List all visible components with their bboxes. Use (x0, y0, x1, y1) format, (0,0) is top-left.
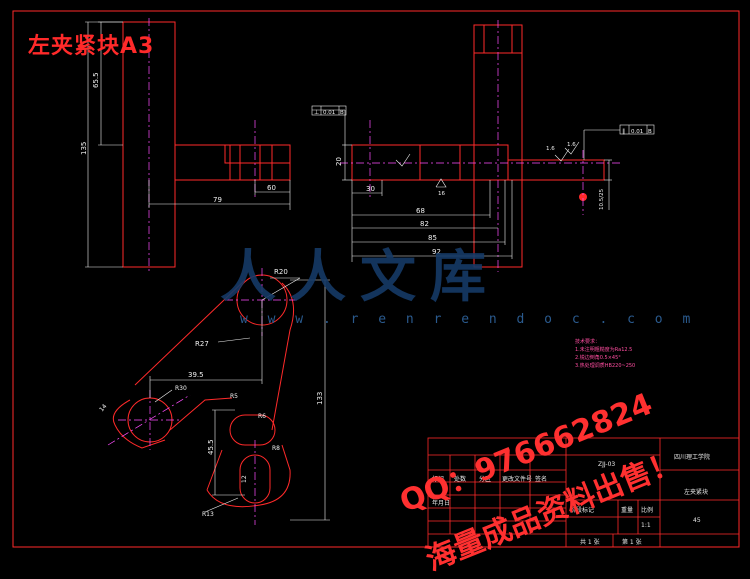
tb-label-stage: 阶段标记 (570, 507, 595, 514)
side-view-dims (312, 109, 620, 262)
dim-r27: R27 (195, 340, 209, 348)
tol-sym-1: ⊥ (314, 109, 319, 116)
dim-r13: R13 (202, 511, 214, 518)
tb-label-scale: 比例 (641, 507, 654, 514)
dim-133: 133 (316, 392, 324, 405)
dim-10-5: 10.5/25 (599, 188, 605, 210)
rough-16a: 16 (438, 191, 445, 197)
dim-r30: R30 (175, 385, 187, 392)
tb-row-3: 更改文件号 (502, 476, 533, 483)
drawing-border (12, 10, 740, 548)
tb-row-2: 分区 (479, 476, 492, 483)
dim-12: 12 (241, 475, 248, 483)
dim-20: 20 (335, 157, 343, 166)
tb-label-weight: 重量 (621, 507, 634, 514)
dim-14: 14 (98, 403, 108, 413)
title-block-grid (427, 437, 740, 548)
dim-45-5: 45.5 (207, 439, 215, 455)
rough-16c: 1.6 (567, 142, 576, 148)
pin-hole-section (579, 193, 587, 201)
tb-row-4: 签名 (535, 476, 548, 483)
tb-drawing-no: ZJJ-03 (598, 461, 616, 468)
front-view-dims (85, 21, 291, 268)
tb-part-name: 左夹紧块 (684, 489, 709, 496)
dim-r8: R8 (272, 445, 280, 452)
dim-135: 135 (80, 142, 88, 155)
dim-60: 60 (267, 184, 276, 192)
tolerance-frame-right (619, 124, 655, 135)
tb-sheet2: 第 1 张 (622, 539, 642, 546)
dim-68: 68 (416, 207, 425, 215)
note-line-0: 技术要求： (575, 339, 601, 345)
dim-r5: R5 (230, 393, 238, 400)
note-line-3: 3.热处理调质HB220~250 (575, 363, 636, 369)
tb-material: 45 (693, 517, 701, 524)
tb-sheet: 共 1 张 (580, 539, 600, 546)
note-line-2: 2.锐边倒角0.5×45° (575, 355, 621, 361)
tol-ref-1: B (340, 110, 344, 116)
drawing-canvas: 65.5 135 60 79 (12, 10, 740, 548)
dim-79: 79 (213, 196, 222, 204)
side-view-centerlines (340, 20, 620, 272)
tol-val-1: 0.01 (323, 110, 335, 116)
tb-school: 四川理工学院 (674, 454, 711, 461)
rough-16b: 1.6 (546, 146, 555, 152)
watermark-url: w w w . r e n r e n d o c . c o m (240, 312, 697, 327)
tolerance-frame-left (311, 105, 347, 116)
dim-65-5: 65.5 (92, 72, 100, 88)
dim-r6: R6 (258, 413, 266, 420)
drawing-title: 左夹紧块A3 (28, 34, 155, 59)
tol-sym-2: ∥ (622, 128, 625, 135)
arm-dims (149, 277, 330, 521)
dim-39-5: 39.5 (188, 371, 204, 379)
tb-row-1: 处数 (454, 476, 467, 483)
dim-r20: R20 (274, 268, 288, 276)
dim-30: 30 (366, 185, 375, 193)
dim-92: 92 (432, 248, 441, 256)
tol-ref-2: B (648, 129, 652, 135)
tb-row-5: 年月日 (432, 500, 451, 507)
watermark-text: 人人文库 (220, 244, 500, 310)
tech-notes: 技术要求： 1.未注明粗糙度为Ra12.5 2.锐边倒角0.5×45° 3.热处… (575, 338, 635, 370)
tb-row-0: 标记 (432, 476, 445, 483)
dim-82: 82 (420, 220, 429, 228)
note-line-1: 1.未注明粗糙度为Ra12.5 (575, 347, 633, 353)
tol-val-2: 0.01 (631, 129, 643, 135)
tb-scale: 1:1 (641, 522, 651, 529)
dim-85: 85 (428, 234, 437, 242)
